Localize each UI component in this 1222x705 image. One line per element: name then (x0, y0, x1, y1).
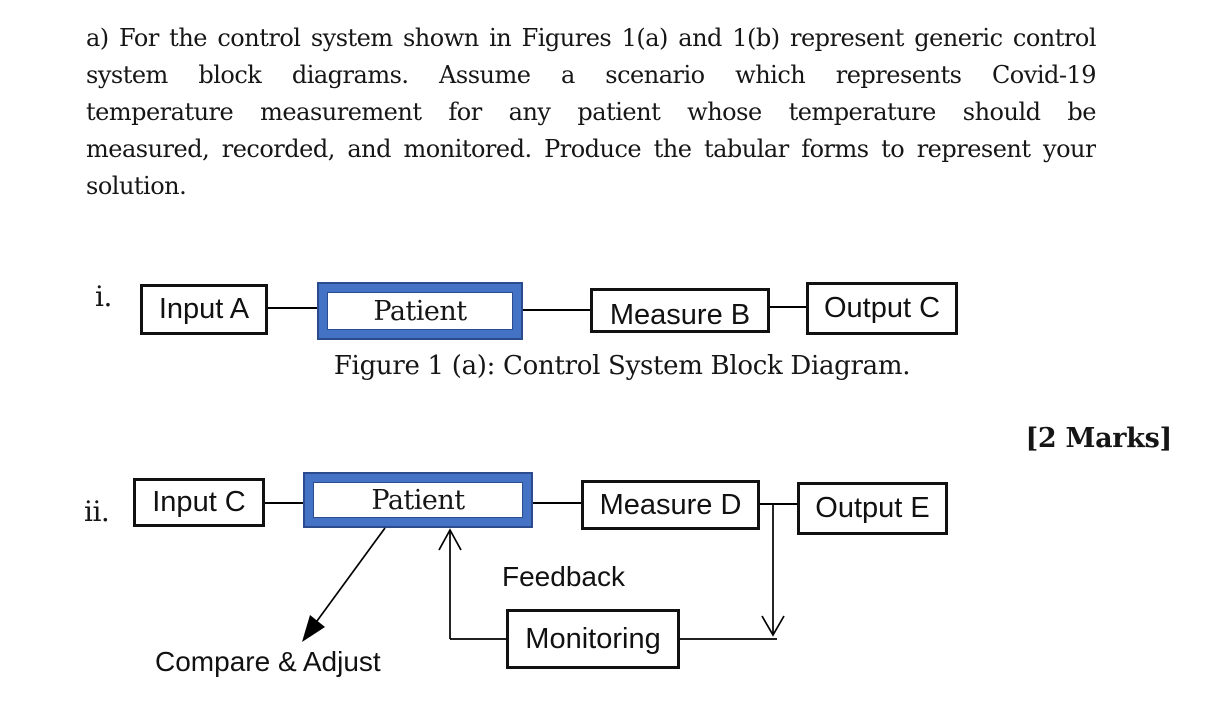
question-line: measured, recorded, and monitored. Produ… (86, 135, 1096, 163)
question-line: a) For the control system shown in Figur… (86, 24, 1096, 52)
list-marker-i: i. (95, 280, 112, 313)
block-measure-d: Measure D (581, 480, 760, 530)
arrowhead-down-icon (761, 615, 785, 637)
question-line: solution. (86, 172, 187, 200)
feedback-label: Feedback (502, 561, 625, 592)
block-label: Input C (152, 486, 246, 518)
list-marker-ii: ii. (84, 495, 110, 528)
compare-adjust-label: Compare & Adjust (155, 646, 381, 677)
figure-caption: Figure 1 (a): Control System Block Diagr… (333, 351, 911, 381)
block-monitoring: Monitoring (506, 609, 680, 669)
block-measure-b: Measure B (590, 288, 770, 333)
arrowhead-diagonal-icon (302, 615, 325, 642)
question-line: system block diagrams. Assume a scenario… (86, 61, 1096, 89)
block-label: Patient (313, 482, 523, 518)
marks-badge: [2 Marks] (1025, 423, 1172, 454)
block-label: Output C (823, 292, 941, 324)
question-paragraph: a) For the control system shown in Figur… (86, 20, 1096, 205)
block-patient-b: Patient (303, 472, 533, 528)
block-label: Patient (327, 292, 513, 330)
block-label: Output E (815, 492, 930, 524)
question-line: temperature measurement for any patient … (86, 98, 1096, 126)
block-label: Monitoring (525, 622, 661, 655)
block-input-a: Input A (140, 284, 268, 335)
block-label: Measure B (609, 299, 751, 332)
block-input-c: Input C (133, 478, 265, 527)
arrowhead-up-icon (438, 528, 462, 551)
compare-adjust-line (316, 527, 386, 622)
block-patient-a: Patient (317, 282, 523, 340)
block-label: Measure D (599, 488, 742, 521)
block-output-e: Output E (797, 482, 948, 535)
block-output-c: Output C (806, 282, 958, 335)
block-label: Input A (158, 293, 250, 325)
